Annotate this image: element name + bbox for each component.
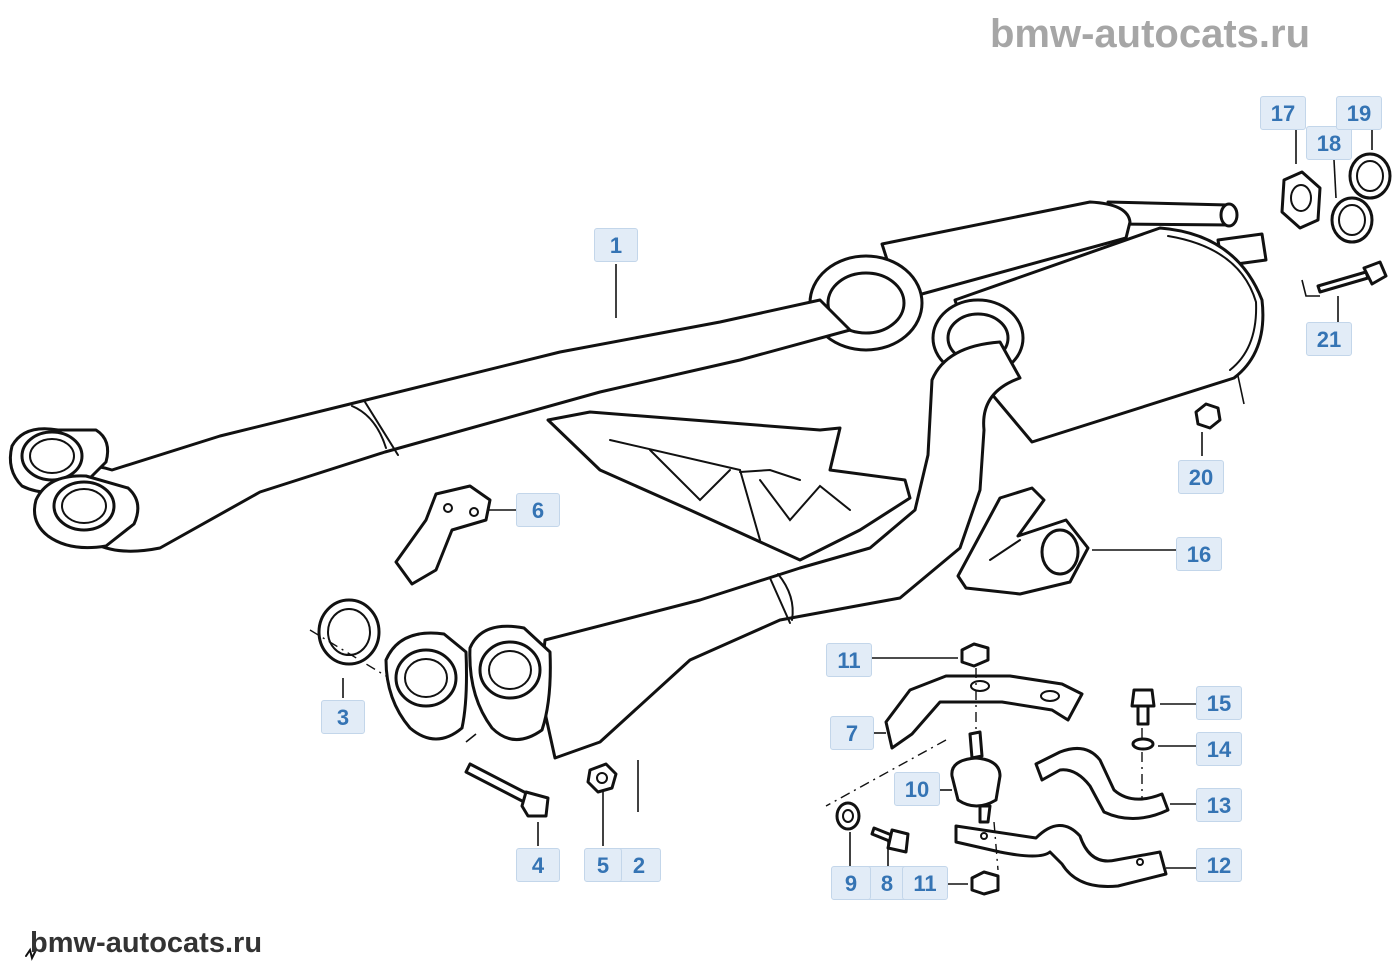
part-17-flange-gasket (1280, 170, 1322, 230)
part-19-ring (1348, 152, 1392, 200)
callout-9[interactable]: 9 (831, 866, 871, 900)
part-14-washer (1131, 737, 1155, 751)
callout-21[interactable]: 21 (1306, 322, 1352, 356)
part-13-clamp-upper (1034, 746, 1170, 821)
callout-1[interactable]: 1 (594, 228, 638, 262)
watermark-top: bmw-autocats.ru (990, 12, 1311, 56)
callout-6[interactable]: 6 (516, 493, 560, 527)
callout-4[interactable]: 4 (516, 848, 560, 882)
part-12-clamp-lower (954, 824, 1168, 889)
flange-upper-right (33, 474, 140, 550)
callout-18[interactable]: 18 (1306, 126, 1352, 160)
assembly-lines (825, 668, 1143, 871)
callout-16[interactable]: 16 (1176, 537, 1222, 571)
part-6-bracket (394, 484, 492, 586)
callout-17[interactable]: 17 (1260, 96, 1306, 130)
front-pipe-lower (384, 340, 1022, 760)
callout-19[interactable]: 19 (1336, 96, 1382, 130)
truss-bracket (546, 410, 912, 562)
corner-mark (25, 947, 37, 961)
leader-lines (342, 128, 1373, 885)
callout-15[interactable]: 15 (1196, 686, 1242, 720)
part-5-nut (586, 762, 618, 794)
part-10-rubber-mount (950, 730, 1002, 824)
callout-2[interactable]: 2 (617, 848, 661, 882)
part-18-ring (1330, 196, 1374, 244)
part-15-bolt (1130, 688, 1156, 726)
part-20-nut (1194, 402, 1222, 430)
part-8-bolt (870, 826, 910, 854)
callout-8[interactable]: 8 (866, 866, 908, 900)
part-21-bolt (1316, 260, 1388, 294)
callout-5[interactable]: 5 (584, 848, 622, 882)
callout-11-upper[interactable]: 11 (826, 643, 872, 677)
part-11-nut-lower (970, 870, 1000, 896)
callout-10[interactable]: 10 (894, 772, 940, 806)
part-9-washer (835, 801, 861, 831)
part-7-mount-bracket (884, 674, 1084, 750)
part-4-bolt (464, 762, 550, 818)
callout-13[interactable]: 13 (1196, 788, 1242, 822)
flange-lower-right (468, 624, 552, 741)
callout-12[interactable]: 12 (1196, 848, 1242, 882)
part-16-mount-bracket (956, 486, 1090, 596)
front-pipe-upper (8, 298, 852, 553)
flange-lower-left (384, 631, 468, 741)
part-3-gasket-ring (317, 598, 381, 666)
callout-14[interactable]: 14 (1196, 732, 1242, 766)
callout-20[interactable]: 20 (1178, 460, 1224, 494)
part-11-nut-upper (960, 642, 990, 668)
upper-rear-muffler (808, 200, 1132, 352)
callout-3[interactable]: 3 (321, 700, 365, 734)
callout-11-lower[interactable]: 11 (902, 866, 948, 900)
callout-7[interactable]: 7 (830, 716, 874, 750)
watermark-bottom: bmw-autocats.ru (30, 927, 263, 959)
